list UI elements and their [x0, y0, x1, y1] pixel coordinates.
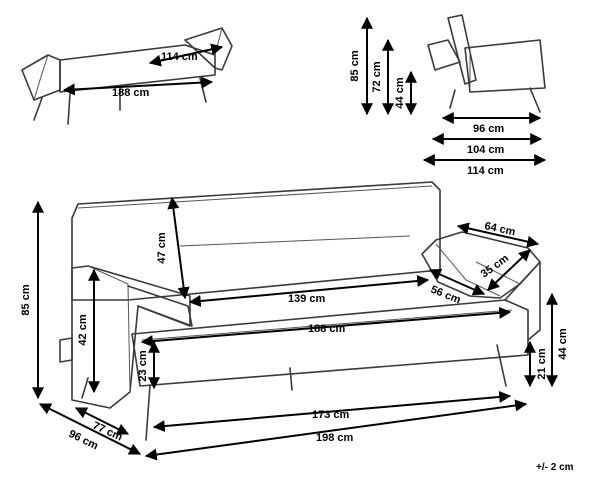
inner-width-label: 173 cm	[312, 409, 350, 421]
side-height-back: 72 cm	[371, 38, 394, 116]
arm-height-label: 42 cm	[77, 314, 89, 345]
bed-width-label: 114 cm	[161, 51, 198, 63]
seat-thickness-label: 23 cm	[137, 350, 149, 381]
front-height-total: 85 cm	[20, 200, 44, 400]
side-depth-total-label: 114 cm	[467, 165, 504, 177]
bed-view: 188 cm 114 cm	[21, 27, 233, 125]
back-height-label: 47 cm	[156, 232, 168, 263]
side-depth-total: 114 cm	[422, 154, 547, 177]
total-depth-dimension: 96 cm	[38, 403, 142, 455]
front-view: 85 cm 47 cm 139 cm 188 cm 42 cm 23 cm	[20, 181, 569, 461]
side-depth-seat: 96 cm	[441, 112, 542, 135]
bed-view-outline	[21, 27, 233, 125]
bed-length-label: 188 cm	[112, 87, 150, 99]
seat-width-label: 188 cm	[308, 323, 346, 335]
side-view: 85 cm 72 cm 44 cm 96 cm 104 cm 114 cm	[349, 14, 547, 177]
bed-width-dimension: 114 cm	[148, 43, 224, 67]
cushion-length-label: 56 cm	[429, 284, 463, 307]
back-width-dimension: 139 cm	[188, 275, 430, 307]
total-width-label: 198 cm	[316, 432, 354, 444]
back-width-label: 139 cm	[288, 293, 326, 305]
side-height-seat: 44 cm	[394, 70, 417, 116]
back-height-dimension: 47 cm	[156, 196, 190, 300]
seat-height-label: 44 cm	[557, 328, 569, 359]
side-height-seat-label: 44 cm	[394, 77, 406, 108]
side-depth-mid-label: 104 cm	[467, 144, 505, 156]
cushion-width-dimension: 64 cm	[456, 220, 540, 248]
arm-height-dimension: 42 cm	[77, 268, 100, 394]
side-depth-mid: 104 cm	[431, 133, 543, 156]
side-height-back-label: 72 cm	[371, 61, 383, 92]
total-width-dimension: 198 cm	[144, 399, 528, 461]
seat-thickness-dimension: 23 cm	[137, 340, 160, 390]
side-view-outline	[427, 14, 546, 113]
inner-width-dimension: 173 cm	[152, 390, 512, 433]
leg-height-label: 21 cm	[536, 348, 548, 379]
bed-length-dimension: 188 cm	[62, 76, 214, 99]
side-height-total-label: 85 cm	[349, 50, 361, 81]
leg-height-dimension: 21 cm	[524, 340, 548, 388]
tolerance-note: +/- 2 cm	[536, 462, 574, 473]
side-height-total: 85 cm	[349, 16, 373, 116]
cushion-length-dimension: 56 cm	[429, 268, 486, 307]
seat-width-dimension: 188 cm	[140, 306, 512, 348]
seat-height-dimension: 44 cm	[546, 292, 569, 388]
side-depth-seat-label: 96 cm	[473, 123, 504, 135]
cushion-depth-label: 35 cm	[479, 252, 511, 280]
cushion-depth-dimension: 35 cm	[479, 249, 531, 291]
front-height-total-label: 85 cm	[20, 284, 32, 315]
sofa-outline	[59, 181, 541, 441]
